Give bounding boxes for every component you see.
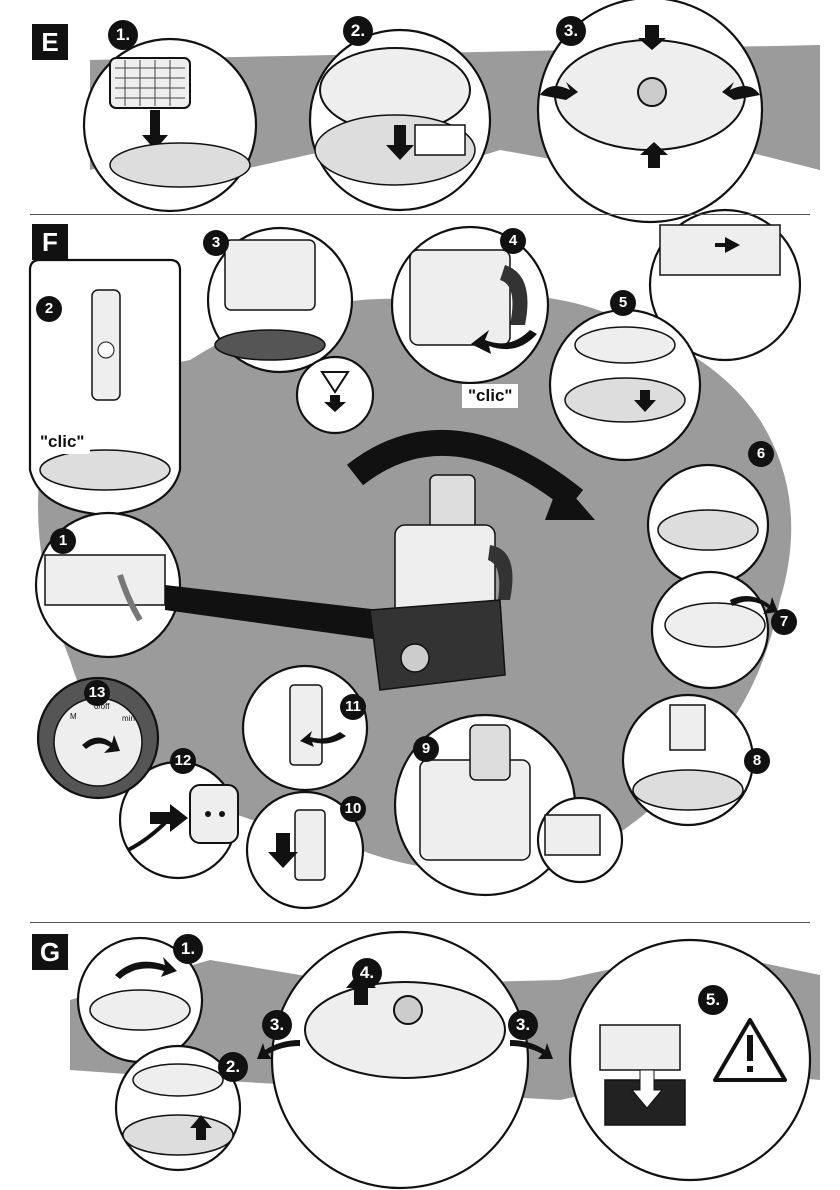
e2-grid-insert [414,124,466,156]
f11-rotate-arrow-icon [300,731,346,747]
g3-right-arrow-icon [510,1040,553,1059]
f2-base [39,449,171,491]
e-step-2: 2. [343,16,373,46]
f-step-12: 12 [170,748,196,774]
f9-handle-detail [544,814,601,856]
e-step-1: 1. [108,20,138,50]
e1-bowl [109,142,251,188]
f7-rotate-arrow-icon [730,596,778,614]
g2-bowl [122,1114,234,1156]
f8-pusher [669,704,706,751]
e1-down-arrow-icon [142,110,168,150]
g-step-3-right: 3. [508,1010,538,1040]
g3-hub [393,995,423,1025]
f5-lid-edge [659,224,781,276]
f10-pusher [294,809,326,881]
f12-power-cord [127,818,170,852]
f-step-13: 13 [84,680,110,706]
f2-shaft-logo [97,341,115,359]
e3-rotate-right-icon [722,82,760,100]
g3-left-arrow-icon [257,1040,300,1059]
section-e-label: E [32,24,68,60]
divider-e-f [30,214,810,215]
f6-disc [657,509,759,551]
processor-base [369,599,506,691]
g5-grid-holder [599,1024,681,1071]
g1-rotate-arrow-icon [115,957,177,979]
dial-label-m: M [70,712,77,721]
f-step-7: 7 [771,609,797,635]
section-f-label: F [32,224,68,260]
dial-label-min: min [122,714,135,723]
e3-top-arrow-icon [638,25,666,50]
f5-lid [574,326,676,364]
f-step-8: 8 [744,748,770,774]
f-step-6: 6 [748,441,774,467]
f12-right-arrow-icon [150,804,188,832]
f3-down-arrow-icon [324,395,346,412]
f5-down-arrow-icon [634,390,656,412]
f-step-4: 4 [500,228,526,254]
f10-down-arrow-icon [268,833,298,868]
f4-handle [500,265,528,325]
f-step-1: 1 [50,528,76,554]
g-step-1: 1. [173,934,203,964]
g2-up-arrow-icon [190,1115,212,1140]
e3-rotate-left-icon [540,82,578,100]
g-step-3-left: 3. [262,1010,292,1040]
clic-label-step2: "clic" [34,430,91,454]
g5-down-arrow-icon [630,1069,664,1109]
f8-base [632,769,744,811]
central-rotate-arrow [346,429,584,511]
clic-label-step4: "clic" [462,384,519,408]
e2-down-arrow-icon [386,125,414,160]
section-g-label: G [32,934,68,970]
f3-bowl [224,239,316,311]
g3-disc-holder [304,981,506,1079]
f1-pointer [165,585,380,640]
e-step-3: 3. [556,16,586,46]
f13-rotate-arrow-icon [82,735,120,753]
f-step-9: 9 [413,736,439,762]
f11-pusher [289,684,323,766]
processor-speed-dial [400,643,430,673]
f-step-5: 5 [610,290,636,316]
f-step-11: 11 [340,694,366,720]
f4-bowl [409,249,511,346]
f7-lid [664,602,766,648]
f1-base-side [44,554,166,606]
f3-alignment-triangle-icon [320,371,350,394]
f-step-10: 10 [340,796,366,822]
e3-hub [637,77,667,107]
g-step-4: 4. [352,958,382,988]
f5-detail-arrow-icon [715,237,740,253]
f12-socket [189,784,239,844]
e1-dicing-grid [109,57,191,109]
processor-handle [488,545,513,600]
f5-bowl [564,377,686,423]
f-step-2: 2 [36,296,62,322]
f1-cord [117,574,143,622]
f-step-3: 3 [203,230,229,256]
f9-pusher [469,724,511,781]
dial-label-off: 0/off [94,702,110,711]
g2-lid [132,1063,224,1097]
g4-up-arrow-icon [346,970,376,1005]
central-arrow-head-icon [545,480,595,520]
f3-base [214,329,326,361]
divider-f-g [30,922,810,923]
g-step-5: 5. [698,985,728,1015]
g1-lid [89,989,191,1031]
e3-up-arrow-icon [640,142,668,168]
f4-rotate-arrow-icon [471,330,537,354]
g-step-2: 2. [218,1052,248,1082]
